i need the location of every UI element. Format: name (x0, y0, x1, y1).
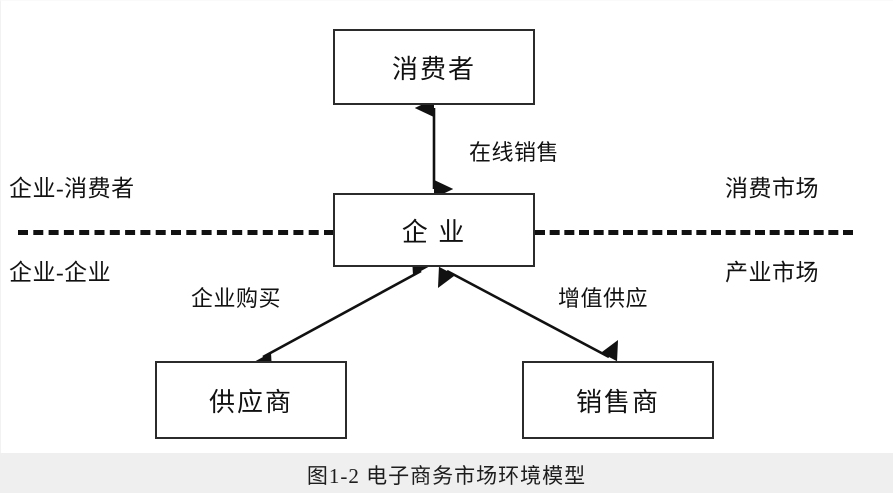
arrow-company-supplier (255, 254, 429, 374)
side-label-industry-market: 产业市场 (725, 260, 819, 285)
node-box-consumer[interactable]: 消费者 (333, 29, 535, 105)
side-label-consumer-market: 消费市场 (725, 176, 819, 201)
market-divider-right (535, 230, 853, 235)
edge-label-value-added-supply: 增值供应 (558, 286, 649, 311)
edge-label-online-sales: 在线销售 (469, 140, 560, 165)
diagram-canvas: 消费者 企 业 供应商 销售商 在线销售 企业购买 增值供应 企业-消费者 企业… (0, 0, 853, 453)
market-divider-left (18, 230, 334, 235)
figure-caption-bar: 图1-2 电子商务市场环境模型 (0, 453, 893, 493)
node-label-reseller: 销售商 (575, 387, 660, 417)
node-label-supplier: 供应商 (208, 387, 293, 417)
side-label-business-to-consumer: 企业-消费者 (9, 176, 135, 201)
side-label-business-to-business: 企业-企业 (9, 260, 112, 285)
node-box-supplier[interactable]: 供应商 (155, 361, 347, 439)
node-box-reseller[interactable]: 销售商 (522, 361, 714, 439)
node-box-company[interactable]: 企 业 (333, 193, 535, 267)
node-label-company: 企 业 (401, 217, 467, 247)
node-label-consumer: 消费者 (391, 54, 476, 84)
edge-label-business-purchase: 企业购买 (191, 286, 282, 311)
figure-caption: 图1-2 电子商务市场环境模型 (306, 464, 587, 488)
